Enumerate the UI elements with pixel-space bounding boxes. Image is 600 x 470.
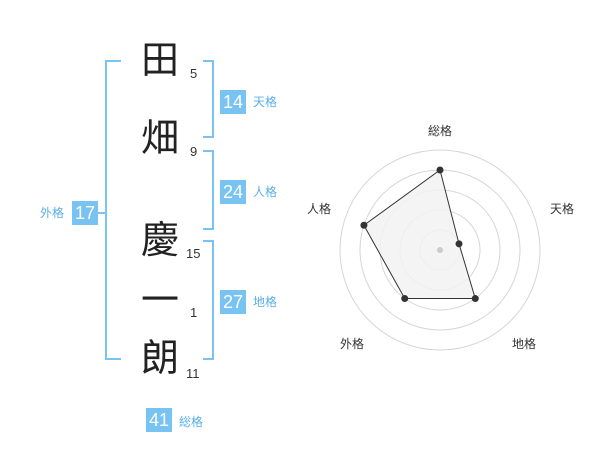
chikaku-value: 27 [220,290,246,314]
name-char-1: 田 [140,38,179,82]
tenkaku-bracket [203,60,214,138]
soukaku-value: 41 [146,408,172,432]
name-char-3: 慶 [140,218,179,262]
chikaku-label: 地格 [253,295,278,309]
name-char-4: 一 [140,278,179,322]
jinkaku-label: 人格 [253,185,278,199]
tenkaku-label: 天格 [253,95,278,109]
stroke-count-1: 5 [190,66,198,81]
radar-point [436,166,444,174]
radar-label-chikaku: 地格 [512,337,537,351]
radar-label-tenkaku: 天格 [550,202,575,216]
radar-center [437,247,443,253]
tenkaku-value: 14 [220,90,246,114]
jinkaku-bracket [203,150,214,230]
radar-point [455,240,463,248]
gaikaku-bracket-bottom [105,298,121,360]
radar-point [360,221,368,229]
radar-label-gaikaku: 外格 [340,337,365,351]
radar-label-soukaku: 総格 [428,124,453,138]
jinkaku-value: 24 [220,180,246,204]
chikaku-bracket [203,240,214,360]
stroke-count-3: 15 [186,246,201,261]
radar-area [363,169,476,300]
radar-point [471,295,479,303]
name-char-2: 畑 [140,116,179,160]
radar-grid-ring [339,149,541,351]
stroke-count-4: 1 [190,305,198,320]
name-char-5: 朗 [140,336,179,380]
gaikaku-bracket-top [105,60,121,300]
gaikaku-label: 外格 [40,206,65,220]
radar-label-jinkaku: 人格 [307,202,332,216]
soukaku-label: 総格 [179,415,204,429]
stroke-count-5: 11 [186,366,200,381]
stroke-count-2: 9 [190,144,198,159]
radar-point [401,295,409,303]
gaikaku-value: 17 [72,201,98,225]
